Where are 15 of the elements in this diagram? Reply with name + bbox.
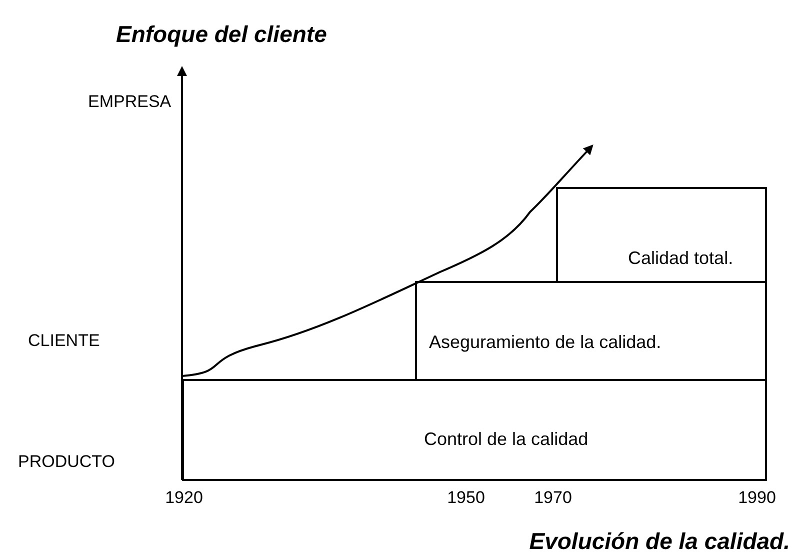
axis-category-label: PRODUCTO — [18, 452, 115, 472]
axis-category-label: CLIENTE — [28, 331, 100, 351]
stage-box — [415, 281, 767, 381]
stage-label: Control de la calidad — [424, 428, 588, 450]
axis-category-label: EMPRESA — [88, 92, 172, 112]
axis-title: Enfoque del cliente — [116, 20, 327, 48]
stage-box — [556, 187, 767, 283]
year-tick-label: 1950 — [447, 488, 485, 508]
stage-label: Aseguramiento de la calidad. — [429, 331, 662, 353]
year-tick-label: 1920 — [165, 488, 203, 508]
axis-title: Evolución de la calidad. — [529, 527, 790, 555]
stage-box — [182, 379, 767, 481]
year-tick-label: 1990 — [738, 488, 776, 508]
stage-label: Calidad total. — [628, 247, 734, 269]
year-tick-label: 1970 — [534, 488, 572, 508]
